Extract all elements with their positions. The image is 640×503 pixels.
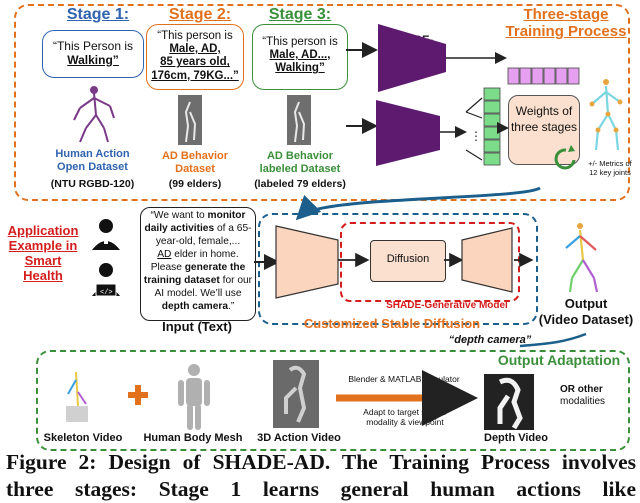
stage3-quote-line-1: “This person is bbox=[262, 36, 338, 48]
other-line-2: modalities bbox=[560, 395, 606, 407]
stage2-quote-box bbox=[146, 24, 244, 90]
svg-text:</>: </> bbox=[100, 289, 113, 297]
stage3-title: Stage 3: bbox=[268, 6, 332, 23]
training-title-line-1: Three-stage bbox=[523, 6, 609, 23]
adapt-line-2: modality & viewpoint bbox=[366, 416, 444, 427]
caption-line-2: three stages: Stage 1 learns general hum… bbox=[6, 477, 636, 501]
prompt-box bbox=[140, 207, 256, 321]
programmer-icon: </> bbox=[92, 263, 120, 297]
training-process-title: Three-stage Training Process bbox=[505, 6, 627, 41]
prompt-line-6: training dataset for our bbox=[143, 274, 253, 286]
stage1-quote-box bbox=[42, 30, 144, 78]
doctor-icon bbox=[92, 219, 120, 250]
training-title-line-2: Training Process bbox=[505, 23, 627, 41]
human-body-mesh-label: Human Body Mesh bbox=[143, 432, 243, 444]
application-title: Application Example in Smart Health bbox=[4, 223, 82, 284]
input-label: Input (Text) bbox=[162, 319, 232, 334]
output-line-2: (Video Dataset) bbox=[538, 311, 634, 327]
prompt-text: “We want to monitor daily activities of … bbox=[142, 210, 254, 314]
prompt-line-4: AD elder in home. bbox=[157, 248, 239, 260]
generative-model-label: SHADE-Generative Model bbox=[386, 300, 508, 311]
adaptation-title: Output Adaptation bbox=[497, 352, 621, 368]
diffusion-box bbox=[370, 240, 446, 282]
generative-model-frame bbox=[340, 222, 520, 302]
stage2-quote: “This person is Male, AD, 85 years old, … bbox=[146, 30, 244, 83]
prompt-line-5: Please generate the bbox=[150, 261, 246, 273]
stage2-quote-line-1: “This person is bbox=[157, 30, 233, 42]
stage2-title: Stage 2: bbox=[168, 6, 232, 23]
simulator-label: Blender & MATLAB Simulator bbox=[348, 374, 460, 384]
adapt-label: Adapt to target sensor modality & viewpo… bbox=[344, 407, 466, 428]
output-skeleton-figure bbox=[565, 229, 599, 293]
stage3-quote: “This person is Male, AD..., Walking” bbox=[252, 36, 348, 76]
prompt-line-1: “We want to monitor bbox=[150, 210, 246, 221]
weights-label: Weights of three stages bbox=[510, 104, 578, 134]
stage3-source: (labeled 79 elders) bbox=[254, 178, 346, 190]
stage2-source: (99 elders) bbox=[168, 178, 222, 190]
application-title-line-1: Application bbox=[7, 223, 79, 238]
application-title-line-2: Example in bbox=[8, 237, 78, 253]
prompt-line-2: daily activities of a 65- bbox=[144, 222, 252, 234]
other-line-1: OR other bbox=[560, 384, 603, 395]
weights-box bbox=[508, 95, 580, 165]
adaptation-frame bbox=[36, 350, 630, 451]
text-encoder-label: SHADE-Text Encoder bbox=[389, 34, 434, 74]
shade-encoder-label: SHADE Encoder bbox=[283, 247, 328, 274]
stage2-quote-line-4: 176cm, 79KG...” bbox=[151, 69, 239, 82]
depth-video-label: Depth Video bbox=[484, 432, 548, 444]
stage2-quote-line-2: Male, AD, bbox=[169, 43, 221, 56]
diffusion-label: Diffusion bbox=[386, 253, 430, 265]
caption-line-1: Figure 2: Design of SHADE-AD. The Traini… bbox=[6, 450, 636, 474]
stage3-quote-line-2: Male, AD..., bbox=[269, 49, 331, 62]
depth-camera-label: “depth camera” bbox=[448, 334, 532, 346]
skeleton-video-label: Skeleton Video bbox=[43, 432, 123, 444]
figure-caption: Figure 2: Design of SHADE-AD. The Traini… bbox=[6, 449, 636, 503]
metrics-label: +/- Metrics of 12 key joints bbox=[588, 159, 632, 177]
3d-action-video-label: 3D Action Video bbox=[257, 432, 341, 444]
customized-diffusion-label: Customized Stable Diffusion bbox=[303, 316, 481, 331]
stage1-title: Stage 1: bbox=[66, 6, 130, 23]
stage1-quote-line-2: Walking” bbox=[67, 52, 119, 67]
video-encoder-label: SHADE-Video Encoder bbox=[384, 116, 429, 156]
stage2-label: AD Behavior Dataset bbox=[161, 150, 229, 175]
other-modalities-label: OR other modalities bbox=[560, 384, 620, 407]
application-title-line-3: Smart Health bbox=[23, 252, 63, 283]
vae-label: VAE bbox=[477, 253, 499, 265]
prompt-line-3: year-old, female,... bbox=[155, 235, 241, 247]
stage3-label: AD Behavior labeled Dataset bbox=[259, 150, 341, 175]
output-label: Output (Video Dataset) bbox=[532, 296, 640, 327]
stage1-label: Human Action Open Dataset bbox=[55, 148, 130, 173]
stage1-quote-line-1: “This Person is bbox=[52, 39, 134, 53]
stage1-quote: “This Person is Walking” bbox=[42, 39, 144, 68]
output-line-1: Output bbox=[564, 296, 608, 311]
stage1-source: (NTU RGBD-120) bbox=[50, 178, 135, 190]
stage2-quote-line-3: 85 years old, bbox=[160, 56, 230, 69]
stage3-quote-box bbox=[252, 24, 348, 90]
prompt-line-8: depth camera.” bbox=[161, 300, 235, 312]
prompt-line-7: AI model. We’ll use bbox=[154, 287, 242, 299]
stage3-quote-line-3: Walking” bbox=[275, 62, 325, 75]
adapt-line-1: Adapt to target sensor bbox=[363, 407, 447, 417]
